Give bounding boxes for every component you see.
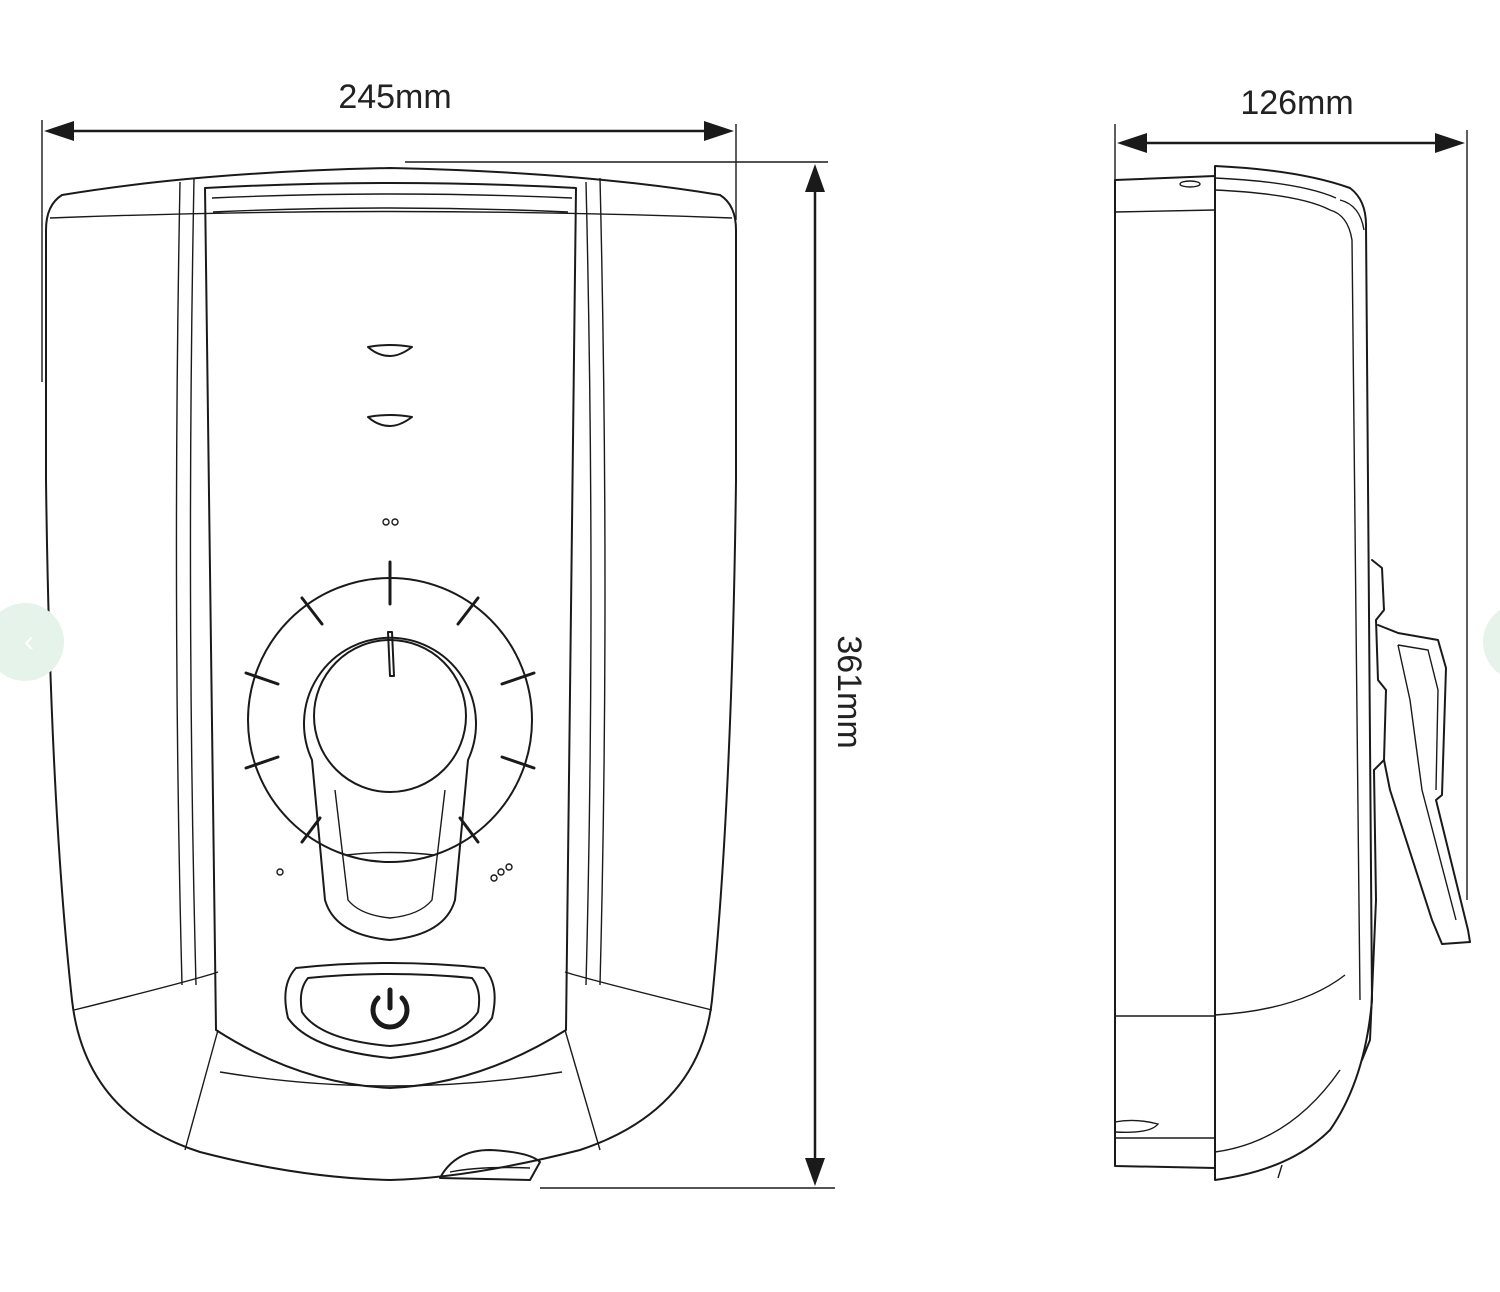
depth-label: 126mm <box>1240 84 1353 122</box>
side-back-plate <box>1114 175 1216 1169</box>
carousel-next-button[interactable] <box>1483 603 1500 681</box>
indicator-slot-1 <box>367 344 413 357</box>
front-outer-body <box>45 167 737 1181</box>
carousel-prev-button[interactable]: ‹ <box>0 603 64 681</box>
width-dimension-line <box>44 121 734 141</box>
side-view: 126mm <box>1114 84 1471 1181</box>
front-control-panel <box>204 182 577 1089</box>
side-main-body <box>1214 165 1373 1181</box>
power-button-housing <box>284 962 496 1059</box>
dial-ring <box>247 577 533 863</box>
width-label: 245mm <box>338 78 451 116</box>
temperature-knob[interactable] <box>303 636 477 941</box>
side-controls-profile <box>1361 559 1387 1061</box>
chevron-left-icon: ‹ <box>24 625 34 658</box>
side-knob-profile <box>1377 624 1471 945</box>
height-dimension-line <box>805 164 825 1186</box>
power-button[interactable] <box>299 973 481 1047</box>
dial-tick-marks <box>244 560 536 844</box>
knob-pointer <box>387 631 395 677</box>
power-icon <box>370 987 410 1030</box>
indicator-slot-2 <box>367 414 413 427</box>
depth-dimension-line <box>1117 133 1465 153</box>
front-lower-shell <box>73 971 713 1011</box>
water-outlet <box>439 1149 541 1181</box>
front-view: 245mm 361mm <box>41 78 868 1189</box>
height-label: 361mm <box>830 635 868 748</box>
